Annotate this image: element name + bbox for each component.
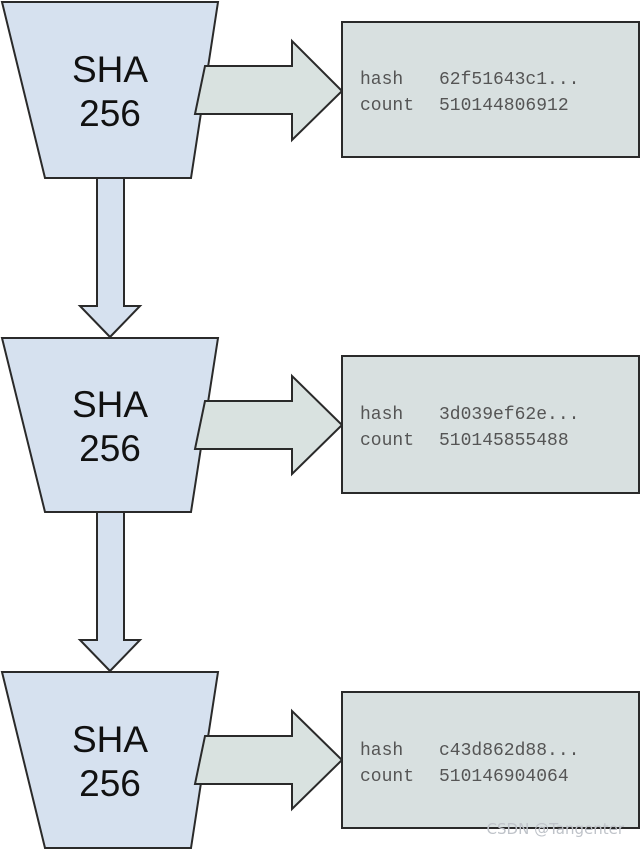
- stage-3: SHA 256 hash c43d862d88... count 5101469…: [0, 671, 640, 849]
- output-2-hash-key: hash: [360, 405, 403, 425]
- down-arrow-1: [77, 177, 143, 339]
- watermark: CSDN @Tangenter: [487, 820, 625, 838]
- hasher-3-label-line2: 256: [79, 763, 141, 804]
- stage-2: SHA 256 hash 3d039ef62e... count 5101458…: [0, 337, 640, 673]
- hasher-2-label-line1: SHA: [72, 384, 148, 425]
- output-1-hash-value: 62f51643c1...: [439, 70, 579, 90]
- output-3-hash-value: c43d862d88...: [439, 741, 579, 761]
- right-arrow-1: [193, 38, 344, 143]
- hasher-1-label-line2: 256: [79, 93, 141, 134]
- sha256-hasher-2: [0, 337, 220, 513]
- hasher-3-label-line1: SHA: [72, 719, 148, 760]
- hasher-2-label-line2: 256: [79, 428, 141, 469]
- output-1-count-key: count: [360, 96, 414, 116]
- sha256-hasher-3: [0, 671, 220, 849]
- output-2-count-key: count: [360, 431, 414, 451]
- hasher-1-label-line1: SHA: [72, 49, 148, 90]
- output-1-hash-key: hash: [360, 70, 403, 90]
- output-box-1: [341, 21, 640, 158]
- down-arrow-2: [77, 511, 143, 673]
- output-box-2: [341, 355, 640, 494]
- output-2-hash-value: 3d039ef62e...: [439, 405, 579, 425]
- output-2-count-value: 510145855488: [439, 431, 569, 451]
- output-1-count-value: 510144806912: [439, 96, 569, 116]
- output-box-3: [341, 691, 640, 829]
- stage-1: SHA 256 hash 62f51643c1... count 5101448…: [0, 0, 640, 339]
- output-3-hash-key: hash: [360, 741, 403, 761]
- output-3-count-key: count: [360, 767, 414, 787]
- right-arrow-3: [193, 708, 344, 812]
- output-3-count-value: 510146904064: [439, 767, 569, 787]
- right-arrow-2: [193, 373, 344, 477]
- sha256-hasher-1: [0, 0, 220, 179]
